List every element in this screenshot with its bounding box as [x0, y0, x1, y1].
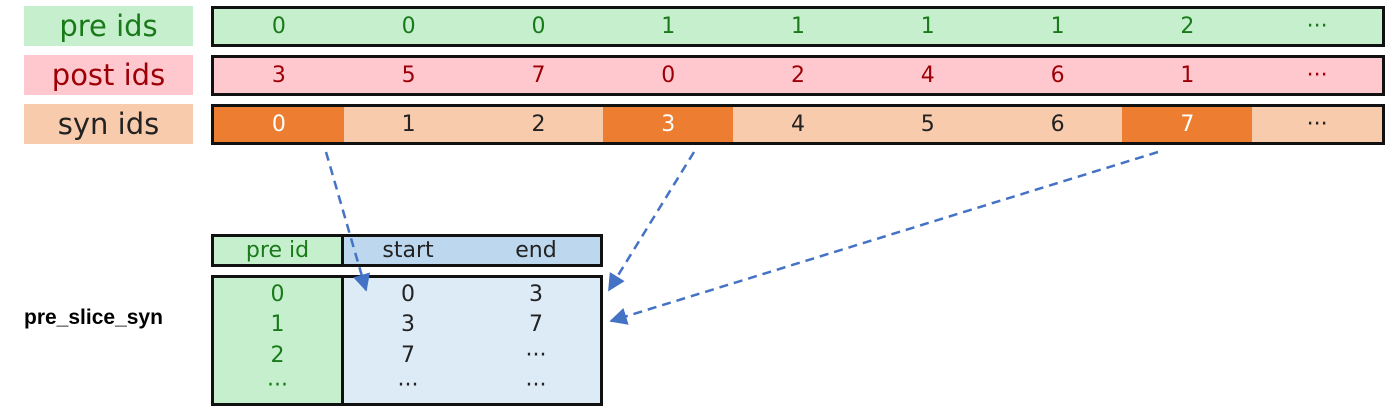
post-id-cell: 7 — [531, 63, 546, 88]
pre-id-cell: 0 — [401, 14, 416, 39]
pre-id-cell: 1 — [661, 14, 676, 39]
post-id-cell: 0 — [661, 63, 676, 88]
end-value: ··· — [525, 372, 547, 398]
arrow-syn0-to-start — [324, 151, 371, 292]
pre-id-cell: 1 — [920, 14, 935, 39]
arrow-syn7-to-row — [609, 150, 1159, 325]
pre-id-cell: 1 — [791, 14, 806, 39]
start-value: 0 — [401, 282, 415, 308]
pre-id-value: 0 — [270, 282, 285, 308]
pre-id-column: 0 1 2 ··· — [211, 275, 344, 406]
end-value: 3 — [529, 282, 543, 308]
pre-id-cell: 1 — [1050, 14, 1065, 39]
post-id-cell: ··· — [1306, 63, 1328, 88]
start-end-header: start end — [341, 234, 603, 267]
pre-id-cell: ··· — [1306, 14, 1328, 39]
pre-id-value: ··· — [267, 372, 288, 398]
table-name-label: pre_slice_syn — [24, 306, 163, 329]
end-value: 7 — [529, 312, 543, 338]
post-id-cell: 5 — [401, 63, 416, 88]
arrow-syn3-to-row — [607, 151, 696, 292]
pre-ids-strip: 0 0 0 1 1 1 1 2 ··· — [211, 6, 1385, 47]
end-header: end — [515, 238, 557, 263]
syn-id-cell: 2 — [531, 112, 546, 137]
start-end-column: 0 3 3 7 7 ··· ··· ··· — [341, 275, 603, 406]
syn-id-cell: 0 — [214, 107, 344, 142]
post-id-cell: 6 — [1050, 63, 1065, 88]
pre-id-cell: 0 — [271, 14, 286, 39]
syn-id-cell: 3 — [603, 107, 734, 142]
post-id-cell: 3 — [271, 63, 286, 88]
end-value: ··· — [525, 342, 547, 368]
pre-id-cell: 0 — [531, 14, 546, 39]
syn-id-cell: 7 — [1122, 107, 1253, 142]
post-ids-label: post ids — [24, 55, 193, 95]
post-id-cell: 1 — [1180, 63, 1195, 88]
post-id-cell: 4 — [920, 63, 935, 88]
start-header: start — [382, 238, 434, 263]
start-value: ··· — [397, 372, 419, 398]
syn-id-cell: ··· — [1306, 112, 1328, 137]
syn-id-cell: 1 — [401, 112, 416, 137]
syn-ids-strip: 0 1 2 3 4 5 6 7 ··· — [211, 104, 1385, 145]
syn-id-cell: 5 — [920, 112, 935, 137]
pre-id-cell: 2 — [1180, 14, 1195, 39]
syn-id-cell: 4 — [791, 112, 806, 137]
table-row: 0 3 — [344, 282, 600, 308]
post-id-cell: 2 — [791, 63, 806, 88]
pre-id-header: pre id — [211, 234, 344, 267]
start-value: 7 — [401, 342, 415, 368]
syn-id-cell: 6 — [1050, 112, 1065, 137]
table-row: ··· ··· — [344, 373, 600, 399]
table-row: 7 ··· — [344, 343, 600, 369]
pre-ids-label: pre ids — [24, 6, 193, 46]
syn-ids-label: syn ids — [24, 104, 193, 144]
pre-id-value: 1 — [270, 312, 285, 338]
post-ids-strip: 3 5 7 0 2 4 6 1 ··· — [211, 55, 1385, 96]
table-row: 3 7 — [344, 312, 600, 338]
pre-id-value: 2 — [270, 342, 285, 368]
start-value: 3 — [401, 312, 415, 338]
